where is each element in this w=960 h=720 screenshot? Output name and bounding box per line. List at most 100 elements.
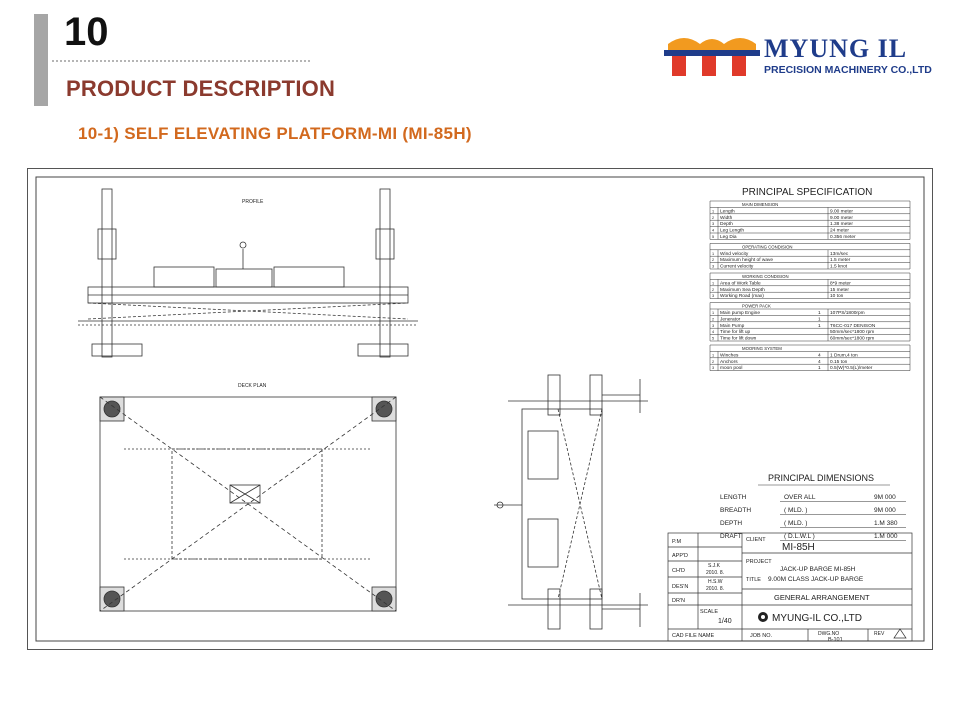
tb-chkd-date: 2010. 8. xyxy=(706,570,724,576)
spec-row-no: 1 xyxy=(712,252,714,256)
drawing-inner-border xyxy=(35,176,925,642)
spec-row-value: 0.5(W)*0.5(L)/meter xyxy=(830,365,873,371)
spec-row-value: T6CC-017 DENISON xyxy=(830,323,876,329)
spec-row-item: Area of Work Table xyxy=(720,280,761,286)
page-subtitle: 10-1) SELF ELEVATING PLATFORM-MI (MI-85H… xyxy=(78,124,472,143)
principal-specification: PRINCIPAL SPECIFICATION MAIN DIMENSION 1 L… xyxy=(709,187,911,371)
spec-row-no: 2 xyxy=(712,317,714,321)
tb-dwg-no-label: DWG.NO xyxy=(818,631,839,637)
spec-row-value: 107PS/1800rpm xyxy=(830,310,865,316)
title-block xyxy=(667,532,913,642)
dim-label: DRAFT xyxy=(720,533,742,540)
spec-row-value: 10 ton xyxy=(830,293,844,299)
spec-row-no: 3 xyxy=(712,366,714,370)
dimensions-title: PRINCIPAL DIMENSIONS xyxy=(768,473,874,483)
tb-scale-value: 1/40 xyxy=(718,618,732,625)
spec-row-item: Main Pump xyxy=(720,323,745,329)
dim-label: BREADTH xyxy=(720,507,751,514)
profile-label: PROFILE xyxy=(242,199,264,205)
dim-value: 1.M 380 xyxy=(874,520,898,527)
spec-row-value: 0.356 meter xyxy=(830,234,856,240)
spec-row-qty: 1 xyxy=(818,365,821,371)
dim-value: 9M 000 xyxy=(874,494,896,501)
dim-value: 1.M 000 xyxy=(874,533,898,540)
tb-client-label: CLIENT xyxy=(746,537,766,543)
spec-row-item: Depth xyxy=(720,221,733,227)
spec-row-item: Anchors xyxy=(720,359,738,365)
spec-row-no: 5 xyxy=(712,235,714,239)
spec-title: PRINCIPAL SPECIFICATION xyxy=(742,187,872,198)
spec-group-header: MAIN DIMENSION xyxy=(742,202,778,207)
spec-row-qty: 1 xyxy=(818,316,821,322)
dim-label: LENGTH xyxy=(720,494,747,501)
spec-group-header: OPERATING CONDISION xyxy=(742,244,793,249)
spec-row-no: 2 xyxy=(712,216,714,220)
spec-row-qty: 1 xyxy=(818,323,821,329)
deck-plan-view: DECK PLAN xyxy=(99,383,397,612)
company-logo-mark-icon xyxy=(664,38,760,76)
spec-row-item: Width xyxy=(720,215,733,221)
spec-row-value: 13m/sec xyxy=(830,251,849,257)
tb-scale-label: SCALE xyxy=(700,609,718,615)
spec-row-value: 1.5 knot xyxy=(830,264,848,270)
tb-project-value: JACK-UP BARGE MI-85H xyxy=(780,566,856,573)
tb-chkd: CH'D xyxy=(672,568,685,574)
spec-row-no: 1 xyxy=(712,353,714,357)
spec-row-item: Leg Length xyxy=(720,228,744,234)
spec-row-item: Time for lift down xyxy=(720,336,757,342)
tb-drn: DR'N xyxy=(672,598,685,604)
tb-job-no-label: JOB NO. xyxy=(750,633,772,639)
spec-row-item: Current velocity xyxy=(720,264,754,270)
spec-row-no: 4 xyxy=(712,229,714,233)
logo-tagline: PRECISION MACHINERY CO.,LTD xyxy=(764,64,932,76)
spec-group-header: MOORING SYSTEM xyxy=(742,346,782,351)
tb-desn-name: H.S.W xyxy=(708,579,723,585)
spec-row-qty: 1 xyxy=(818,310,821,316)
dim-value: 9M 000 xyxy=(874,507,896,514)
spec-row-item: Time for lift up xyxy=(720,329,751,335)
spec-row-value: 60mm/sec*1800 rpm xyxy=(830,336,874,342)
company-mark-icon xyxy=(758,612,768,622)
spec-row-value: 1.5 meter xyxy=(830,257,851,263)
spec-row-item: Jenerator xyxy=(720,316,741,322)
tb-title-value: 9.00M CLASS JACK-UP BARGE xyxy=(768,576,864,583)
spec-row-qty: 4 xyxy=(818,359,821,365)
dim-label: DEPTH xyxy=(720,520,742,527)
tb-client-value: MI-85H xyxy=(782,542,815,553)
dim-qualifier: ( D.L.W.L ) xyxy=(784,533,815,540)
spec-row-value: 8*9 meter xyxy=(830,280,851,286)
tb-title-label: TITLE xyxy=(746,577,761,583)
spec-row-item: Wind velocity xyxy=(720,251,749,257)
header-divider xyxy=(52,60,310,62)
spec-row-item: Leg Dia xyxy=(720,234,737,240)
title-block-text: P.M APP'D CH'D DES'N DR'N S.J.K 2010. 8.… xyxy=(672,537,907,643)
spec-row-value: 24 meter xyxy=(830,228,849,234)
spec-row-no: 1 xyxy=(712,281,714,285)
spec-row-item: Main pump Engine xyxy=(720,310,760,316)
tb-desn: DES'N xyxy=(672,584,688,590)
spec-row-item: moon pool xyxy=(720,365,742,371)
spec-row-value: 15 meter xyxy=(830,287,849,293)
dim-qualifier: ( MLD. ) xyxy=(784,520,807,527)
tb-appd: APP'D xyxy=(672,553,688,559)
spec-row-item: Length xyxy=(720,208,735,214)
spec-row-no: 4 xyxy=(712,330,714,334)
dim-qualifier: ( MLD. ) xyxy=(784,507,807,514)
page-title: PRODUCT DESCRIPTION xyxy=(66,76,336,101)
spec-row-no: 3 xyxy=(712,294,714,298)
dim-qualifier: OVER ALL xyxy=(784,494,816,501)
spec-row-item: Working Road (max) xyxy=(720,293,764,299)
principal-dimensions: PRINCIPAL DIMENSIONS LENGTH OVER ALL 9M 00… xyxy=(720,473,906,541)
tb-drawing-title: GENERAL ARRANGEMENT xyxy=(774,593,870,602)
tb-project-label: PROJECT xyxy=(746,559,772,565)
deck-plan-label: DECK PLAN xyxy=(238,383,267,389)
accent-bar xyxy=(34,14,48,106)
spec-row-no: 5 xyxy=(712,337,714,341)
tb-pm: P.M xyxy=(672,539,681,545)
spec-row-value: 1.38 meter xyxy=(830,221,853,227)
revision-triangle-icon xyxy=(893,628,907,639)
profile-view: PROFILE xyxy=(78,188,418,358)
company-logo: MYUNG IL PRECISION MACHINERY CO.,LTD xyxy=(664,30,934,82)
spec-row-no: 2 xyxy=(712,258,714,262)
